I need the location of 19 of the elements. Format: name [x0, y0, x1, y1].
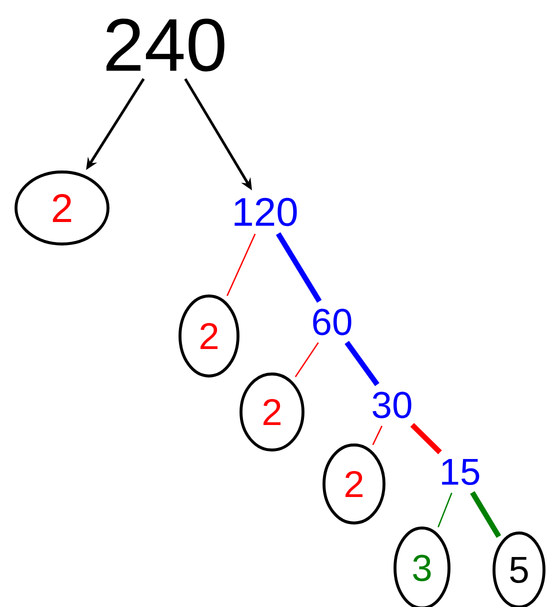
circled-number: 5	[492, 532, 546, 607]
number-label: 15	[442, 458, 480, 486]
branch-line	[294, 342, 319, 378]
circled-number: 2	[178, 294, 240, 378]
number-label: 120	[234, 198, 297, 226]
branch-line	[372, 426, 383, 446]
circled-number: 2	[240, 372, 304, 452]
number-label: 30	[372, 392, 412, 418]
branch-line	[438, 492, 452, 528]
branch-line	[276, 232, 322, 303]
branch-line	[410, 423, 442, 454]
number-label: 240	[106, 18, 224, 72]
circled-number: 2	[322, 444, 386, 524]
circled-number: 3	[394, 526, 450, 607]
branch-line	[226, 234, 256, 296]
number-label: 60	[313, 308, 352, 336]
circled-number: 2	[14, 170, 110, 246]
branch-line	[344, 340, 380, 386]
branch-line	[470, 491, 502, 538]
